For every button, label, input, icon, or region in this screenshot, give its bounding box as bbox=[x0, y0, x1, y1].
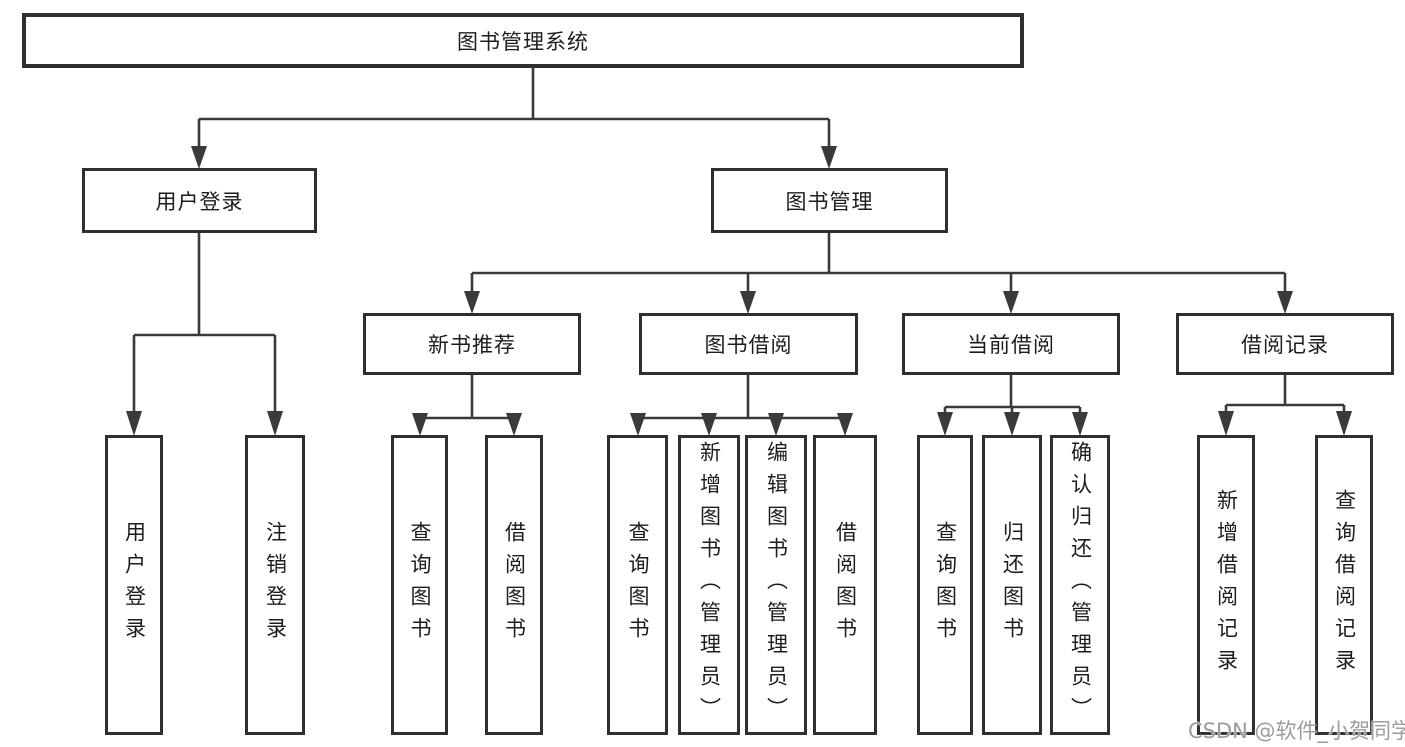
leaf-add-borrow-record: 新增借阅记录 bbox=[1197, 435, 1255, 735]
leaf-borrow-books-2: 借阅图书 bbox=[813, 435, 877, 735]
leaf-add-books-admin-label: 新增图书（管理员） bbox=[697, 441, 722, 729]
leaf-query-books-3-label: 查询图书 bbox=[933, 521, 958, 649]
node-current-borrowing-label: 当前借阅 bbox=[967, 333, 1055, 357]
connector-book-mgmt-branch bbox=[470, 233, 1287, 295]
leaf-query-books-2: 查询图书 bbox=[607, 435, 668, 735]
leaf-user-login: 用户登录 bbox=[105, 435, 163, 735]
node-user-login: 用户登录 bbox=[82, 168, 317, 233]
node-book-borrowing: 图书借阅 bbox=[639, 313, 858, 375]
leaf-borrow-books-2-label: 借阅图书 bbox=[833, 521, 858, 649]
node-root-label: 图书管理系统 bbox=[457, 29, 589, 54]
leaf-return-books-label: 归还图书 bbox=[1000, 521, 1025, 649]
leaf-confirm-return-admin-label: 确认归还（管理员） bbox=[1068, 441, 1093, 729]
leaf-edit-books-admin-label: 编辑图书（管理员） bbox=[764, 441, 789, 729]
connector-records-branch bbox=[1224, 375, 1346, 412]
node-borrowing-records: 借阅记录 bbox=[1176, 313, 1394, 375]
node-borrowing-records-label: 借阅记录 bbox=[1241, 333, 1329, 357]
leaf-query-books-2-label: 查询图书 bbox=[626, 521, 650, 649]
leaf-query-borrow-record: 查询借阅记录 bbox=[1315, 435, 1373, 735]
node-book-management-label: 图书管理 bbox=[785, 189, 874, 214]
leaf-confirm-return-admin: 确认归还（管理员） bbox=[1050, 435, 1110, 735]
node-book-management: 图书管理 bbox=[711, 168, 948, 233]
connector-user-login-branch bbox=[132, 233, 277, 416]
node-root-library-system: 图书管理系统 bbox=[22, 13, 1024, 68]
leaf-edit-books-admin: 编辑图书（管理员） bbox=[745, 435, 807, 735]
leaf-query-books-1-label: 查询图书 bbox=[408, 521, 432, 649]
leaf-query-borrow-record-label: 查询借阅记录 bbox=[1332, 489, 1357, 681]
connector-new-books-branch bbox=[418, 375, 516, 420]
leaf-return-books: 归还图书 bbox=[982, 435, 1042, 735]
leaf-add-books-admin: 新增图书（管理员） bbox=[678, 435, 740, 735]
leaf-borrow-books-1-label: 借阅图书 bbox=[502, 521, 527, 649]
leaf-borrow-books-1: 借阅图书 bbox=[485, 435, 543, 735]
connector-current-branch bbox=[943, 375, 1082, 412]
node-book-borrowing-label: 图书借阅 bbox=[704, 333, 793, 357]
leaf-user-login-label: 用户登录 bbox=[122, 521, 147, 649]
connector-root-branch bbox=[197, 68, 831, 150]
csdn-watermark: CSDN @软件_小贺同学 bbox=[1188, 719, 1405, 743]
node-current-borrowing: 当前借阅 bbox=[902, 313, 1120, 375]
arrowheads bbox=[126, 146, 1352, 436]
node-new-book-recommend-label: 新书推荐 bbox=[428, 333, 516, 357]
leaf-query-books-1: 查询图书 bbox=[391, 435, 448, 735]
connector-borrow-branch bbox=[636, 375, 847, 420]
leaf-logout: 注销登录 bbox=[245, 435, 305, 735]
leaf-query-books-3: 查询图书 bbox=[917, 435, 973, 735]
node-new-book-recommend: 新书推荐 bbox=[363, 313, 581, 375]
node-user-login-label: 用户登录 bbox=[155, 189, 244, 214]
leaf-add-borrow-record-label: 新增借阅记录 bbox=[1214, 489, 1239, 681]
leaf-logout-label: 注销登录 bbox=[263, 521, 288, 649]
